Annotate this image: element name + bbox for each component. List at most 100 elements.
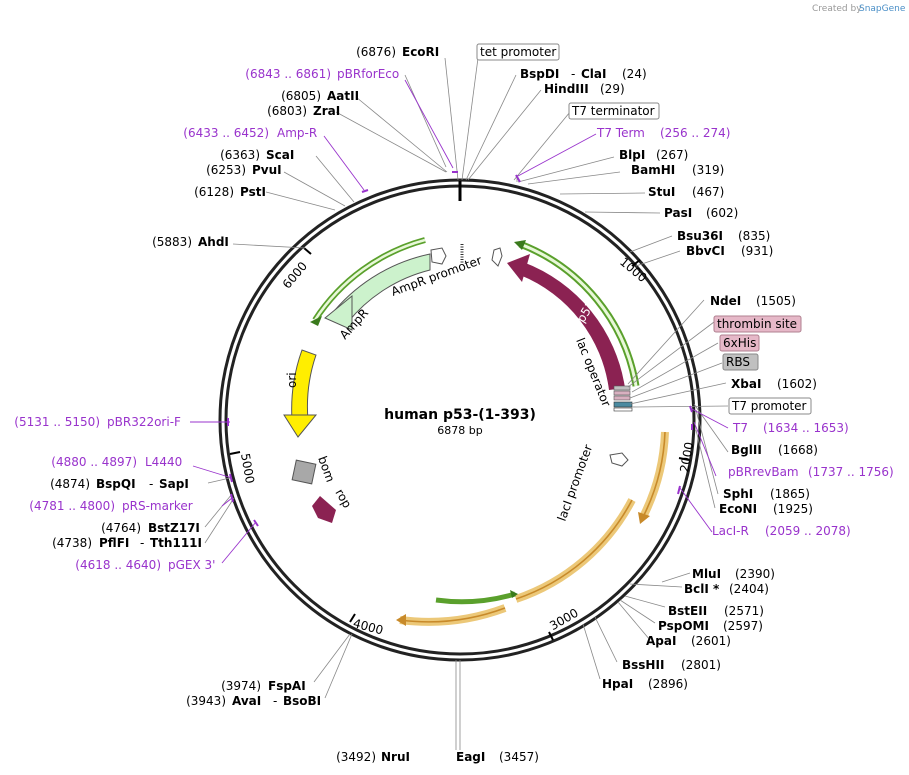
eagi-pos: (3457) bbox=[499, 750, 539, 764]
ampr-primer-name[interactable]: Amp-R bbox=[277, 126, 317, 140]
pspomi-name[interactable]: PspOMI bbox=[658, 619, 709, 633]
tick-2000: 2000 bbox=[677, 441, 696, 474]
prs-marker-range: (4781 .. 4800) bbox=[29, 499, 115, 513]
pasi-name[interactable]: PasI bbox=[664, 206, 692, 220]
laci-arc-3 bbox=[399, 604, 507, 626]
pbrforeco-name[interactable]: pBRforEco bbox=[337, 67, 399, 81]
p53-arrow[interactable] bbox=[520, 262, 625, 390]
pbrrevbam-name[interactable]: pBRrevBam bbox=[728, 465, 799, 479]
laci-promoter-arrow[interactable] bbox=[609, 452, 629, 467]
eagi-name[interactable]: EagI bbox=[456, 750, 485, 764]
mlui-pos: (2390) bbox=[735, 567, 775, 581]
bspdi-dash: - bbox=[571, 67, 575, 81]
sapi-name[interactable]: SapI bbox=[159, 477, 189, 491]
bsu36i-name[interactable]: Bsu36I bbox=[677, 229, 723, 243]
avai-name[interactable]: AvaI bbox=[232, 694, 261, 708]
thrombin-box bbox=[713, 315, 802, 333]
bstz17i-name[interactable]: BstZ17I bbox=[148, 521, 200, 535]
leader-lines bbox=[204, 57, 729, 750]
bspdi-name[interactable]: BspDI bbox=[520, 67, 559, 81]
ecori-pos: (6876) bbox=[356, 45, 396, 59]
stui-name[interactable]: StuI bbox=[648, 185, 675, 199]
sphi-name[interactable]: SphI bbox=[723, 487, 753, 501]
avai-dash: - bbox=[273, 694, 277, 708]
t7-primer-name[interactable]: T7 bbox=[732, 421, 748, 435]
rop-arrow[interactable] bbox=[312, 496, 336, 523]
scai-name[interactable]: ScaI bbox=[266, 148, 294, 162]
bsshii-name[interactable]: BssHII bbox=[622, 658, 664, 672]
pbr322ori-f-name[interactable]: pBR322ori-F bbox=[107, 415, 181, 429]
clai-name[interactable]: ClaI bbox=[581, 67, 606, 81]
blpi-name[interactable]: BlpI bbox=[619, 148, 645, 162]
psti-pos: (6128) bbox=[194, 185, 234, 199]
bglii-pos: (1668) bbox=[778, 443, 818, 457]
hpai-name[interactable]: HpaI bbox=[602, 677, 633, 691]
pbrrevbam-range: (1737 .. 1756) bbox=[808, 465, 894, 479]
econi-name[interactable]: EcoNI bbox=[719, 502, 757, 516]
laci-arc-2 bbox=[514, 498, 636, 603]
aatii-name[interactable]: AatII bbox=[327, 89, 359, 103]
l4440-name[interactable]: L4440 bbox=[145, 455, 182, 469]
fspai-name[interactable]: FspAI bbox=[268, 679, 306, 693]
bbvci-name[interactable]: BbvCI bbox=[686, 244, 725, 258]
his-label: 6xHis bbox=[723, 336, 756, 350]
green-bottom-arc bbox=[435, 591, 516, 605]
pasi-pos: (602) bbox=[706, 206, 738, 220]
bspdi-pos: (24) bbox=[622, 67, 647, 81]
psti-name[interactable]: PstI bbox=[240, 185, 266, 199]
pvui-name[interactable]: PvuI bbox=[252, 163, 282, 177]
pvui-pos: (6253) bbox=[206, 163, 246, 177]
rbs-label: RBS bbox=[726, 355, 750, 369]
mlui-name[interactable]: MluI bbox=[692, 567, 721, 581]
nrui-pos: (3492) bbox=[336, 750, 376, 764]
ecori-name[interactable]: EcoRI bbox=[402, 45, 439, 59]
xbai-pos: (1602) bbox=[777, 377, 817, 391]
zrai-pos: (6803) bbox=[267, 104, 307, 118]
primer-marks bbox=[227, 171, 693, 527]
watermark-product: SnapGene bbox=[859, 4, 906, 14]
tth111i-name[interactable]: Tth111I bbox=[150, 536, 202, 550]
apai-name[interactable]: ApaI bbox=[646, 634, 676, 648]
nrui-name[interactable]: NruI bbox=[381, 750, 410, 764]
pgex3-range: (4618 .. 4640) bbox=[75, 558, 161, 572]
bstz17i-pos: (4764) bbox=[101, 521, 141, 535]
pflfi-name[interactable]: PflFI bbox=[99, 536, 129, 550]
bsobi-name[interactable]: BsoBI bbox=[283, 694, 321, 708]
t7-terminator-box bbox=[568, 102, 660, 120]
bcli-name[interactable]: BclI * bbox=[684, 582, 720, 596]
t7-primer-range: (1634 .. 1653) bbox=[763, 421, 849, 435]
bsu36i-pos: (835) bbox=[738, 229, 770, 243]
t7term-range: (256 .. 274) bbox=[660, 126, 730, 140]
laci-r-name[interactable]: LacI-R bbox=[712, 524, 749, 538]
hindiii-name[interactable]: HindIII bbox=[544, 82, 589, 96]
ndei-pos: (1505) bbox=[756, 294, 796, 308]
ampr-promoter-arrow[interactable] bbox=[430, 247, 447, 265]
primer-leader-lines bbox=[190, 79, 729, 564]
aatii-pos: (6805) bbox=[281, 89, 321, 103]
pflfi-pos: (4738) bbox=[52, 536, 92, 550]
t7-promoter-box bbox=[728, 397, 812, 415]
hpai-pos: (2896) bbox=[648, 677, 688, 691]
t7term-name[interactable]: T7 Term bbox=[596, 126, 645, 140]
bspqi-pos: (4874) bbox=[50, 477, 90, 491]
pbrforeco-range: (6843 .. 6861) bbox=[245, 67, 331, 81]
prs-marker-name[interactable]: pRS-marker bbox=[122, 499, 193, 513]
zrai-name[interactable]: ZraI bbox=[313, 104, 340, 118]
pgex3-name[interactable]: pGEX 3' bbox=[168, 558, 215, 572]
sphi-pos: (1865) bbox=[770, 487, 810, 501]
ndei-name[interactable]: NdeI bbox=[710, 294, 741, 308]
bamhi-name[interactable]: BamHI bbox=[631, 163, 675, 177]
bspqi-name[interactable]: BspQI bbox=[96, 477, 136, 491]
hindiii-pos: (29) bbox=[600, 82, 625, 96]
tet-promoter-box bbox=[476, 43, 560, 61]
bamhi-pos: (319) bbox=[692, 163, 724, 177]
bspqi-dash: - bbox=[149, 477, 153, 491]
his-box bbox=[719, 334, 760, 352]
bsteii-name[interactable]: BstEII bbox=[668, 604, 707, 618]
bom-box[interactable] bbox=[291, 459, 317, 485]
xbai-name[interactable]: XbaI bbox=[731, 377, 761, 391]
ampr-primer-range: (6433 .. 6452) bbox=[183, 126, 269, 140]
bglii-name[interactable]: BglII bbox=[731, 443, 762, 457]
ahdi-name[interactable]: AhdI bbox=[198, 235, 229, 249]
bsteii-pos: (2571) bbox=[724, 604, 764, 618]
